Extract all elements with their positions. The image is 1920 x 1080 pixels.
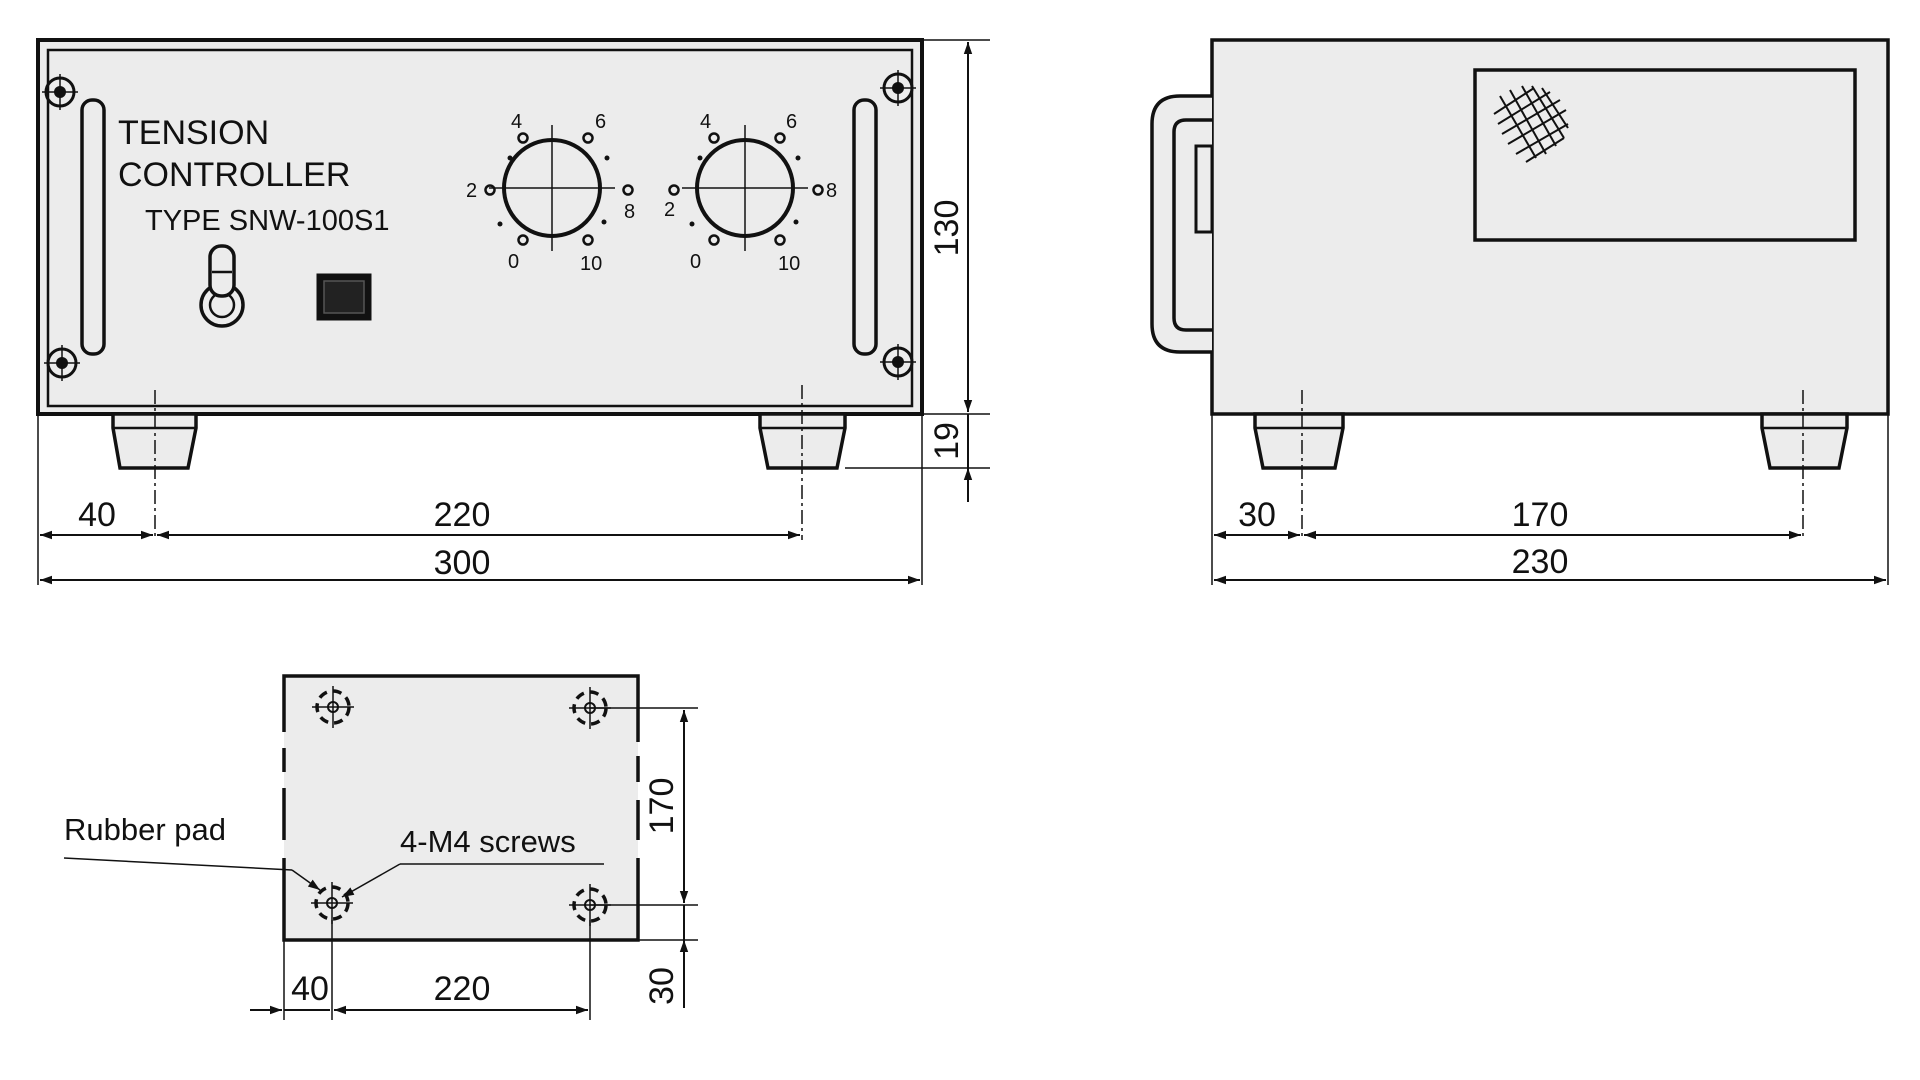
dial-scale-label: 0 bbox=[690, 251, 701, 273]
dim-side-overall-depth: 230 bbox=[1512, 543, 1569, 581]
rubber-pad-icon bbox=[312, 686, 354, 728]
leader-rubber-pad bbox=[63, 857, 293, 871]
bottom-view: Rubber pad 4-M4 screws 170 30 40 220 bbox=[63, 674, 698, 1020]
dial-scale-label: 10 bbox=[778, 253, 800, 275]
toggle-switch-icon bbox=[199, 244, 245, 328]
dial-scale-label: 6 bbox=[786, 111, 797, 133]
dim-foot-height: 19 bbox=[928, 422, 966, 460]
dial-scale-label: 8 bbox=[624, 201, 635, 223]
dim-front-foot-offset: 40 bbox=[78, 496, 116, 534]
screw-icon bbox=[880, 344, 916, 380]
dial-scale-label: 10 bbox=[580, 253, 602, 275]
dim-front-foot-spacing: 220 bbox=[434, 496, 491, 534]
front-panel-inner bbox=[46, 48, 914, 408]
dial-marker-icon bbox=[708, 132, 720, 144]
pilot-lamp-icon bbox=[316, 273, 372, 321]
side-foot-right bbox=[1760, 412, 1849, 470]
dial-scale-label: 0 bbox=[508, 251, 519, 273]
dim-bottom-foot-offset-y: 30 bbox=[643, 967, 681, 1005]
dial-marker-icon bbox=[582, 132, 594, 144]
front-view: TENSION CONTROLLER TYPE SNW-100S1 bbox=[36, 38, 990, 585]
side-view: 30 170 230 bbox=[1150, 38, 1890, 585]
dial-marker-icon bbox=[708, 234, 720, 246]
dial-scale-label: 2 bbox=[664, 199, 675, 221]
dial-right: 4 6 2 8 0 10 bbox=[664, 111, 837, 275]
dim-side-foot-offset: 30 bbox=[1238, 496, 1276, 534]
dial-marker-icon bbox=[517, 234, 529, 246]
dial-scale-label: 2 bbox=[466, 180, 477, 202]
screw-icon bbox=[44, 345, 80, 381]
mesh-hatch-icon bbox=[1493, 85, 1569, 163]
dial-scale-label: 4 bbox=[700, 111, 711, 133]
dial-marker-icon bbox=[622, 184, 634, 196]
dim-front-height: 130 bbox=[928, 200, 966, 257]
dial-left: 4 6 2 8 0 10 bbox=[466, 111, 635, 275]
panel-title-line2: CONTROLLER bbox=[118, 156, 350, 194]
dial-marker-icon bbox=[668, 184, 680, 196]
side-handle bbox=[1150, 94, 1212, 354]
dial-marker-icon bbox=[582, 234, 594, 246]
dial-scale-label: 8 bbox=[826, 180, 837, 202]
dial-marker-icon bbox=[484, 184, 496, 196]
dim-side-foot-spacing: 170 bbox=[1512, 496, 1569, 534]
dial-scale-label: 6 bbox=[595, 111, 606, 133]
dial-marker-icon bbox=[517, 132, 529, 144]
dial-scale-label: 4 bbox=[511, 111, 522, 133]
screw-icon bbox=[880, 70, 916, 106]
front-handle-left bbox=[80, 98, 106, 356]
side-foot-left bbox=[1253, 412, 1345, 470]
panel-type-label: TYPE SNW-100S1 bbox=[145, 205, 389, 237]
bottom-plate bbox=[284, 676, 638, 940]
dial-marker-icon bbox=[774, 132, 786, 144]
front-handle-right bbox=[852, 98, 878, 356]
dim-bottom-foot-spacing-y: 170 bbox=[643, 778, 681, 835]
dial-marker-icon bbox=[812, 184, 824, 196]
dim-bottom-foot-spacing-x: 220 bbox=[434, 970, 491, 1008]
callout-rubber-pad: Rubber pad bbox=[64, 812, 226, 847]
side-nameplate bbox=[1473, 68, 1857, 242]
side-case bbox=[1210, 38, 1890, 416]
dim-front-overall-width: 300 bbox=[434, 544, 491, 582]
rubber-pad-icon bbox=[311, 882, 353, 924]
panel-title-line1: TENSION bbox=[118, 114, 269, 152]
screw-icon bbox=[42, 74, 78, 110]
callout-screws: 4-M4 screws bbox=[400, 824, 576, 859]
dim-bottom-foot-offset-x: 40 bbox=[291, 970, 329, 1008]
dial-marker-icon bbox=[774, 234, 786, 246]
